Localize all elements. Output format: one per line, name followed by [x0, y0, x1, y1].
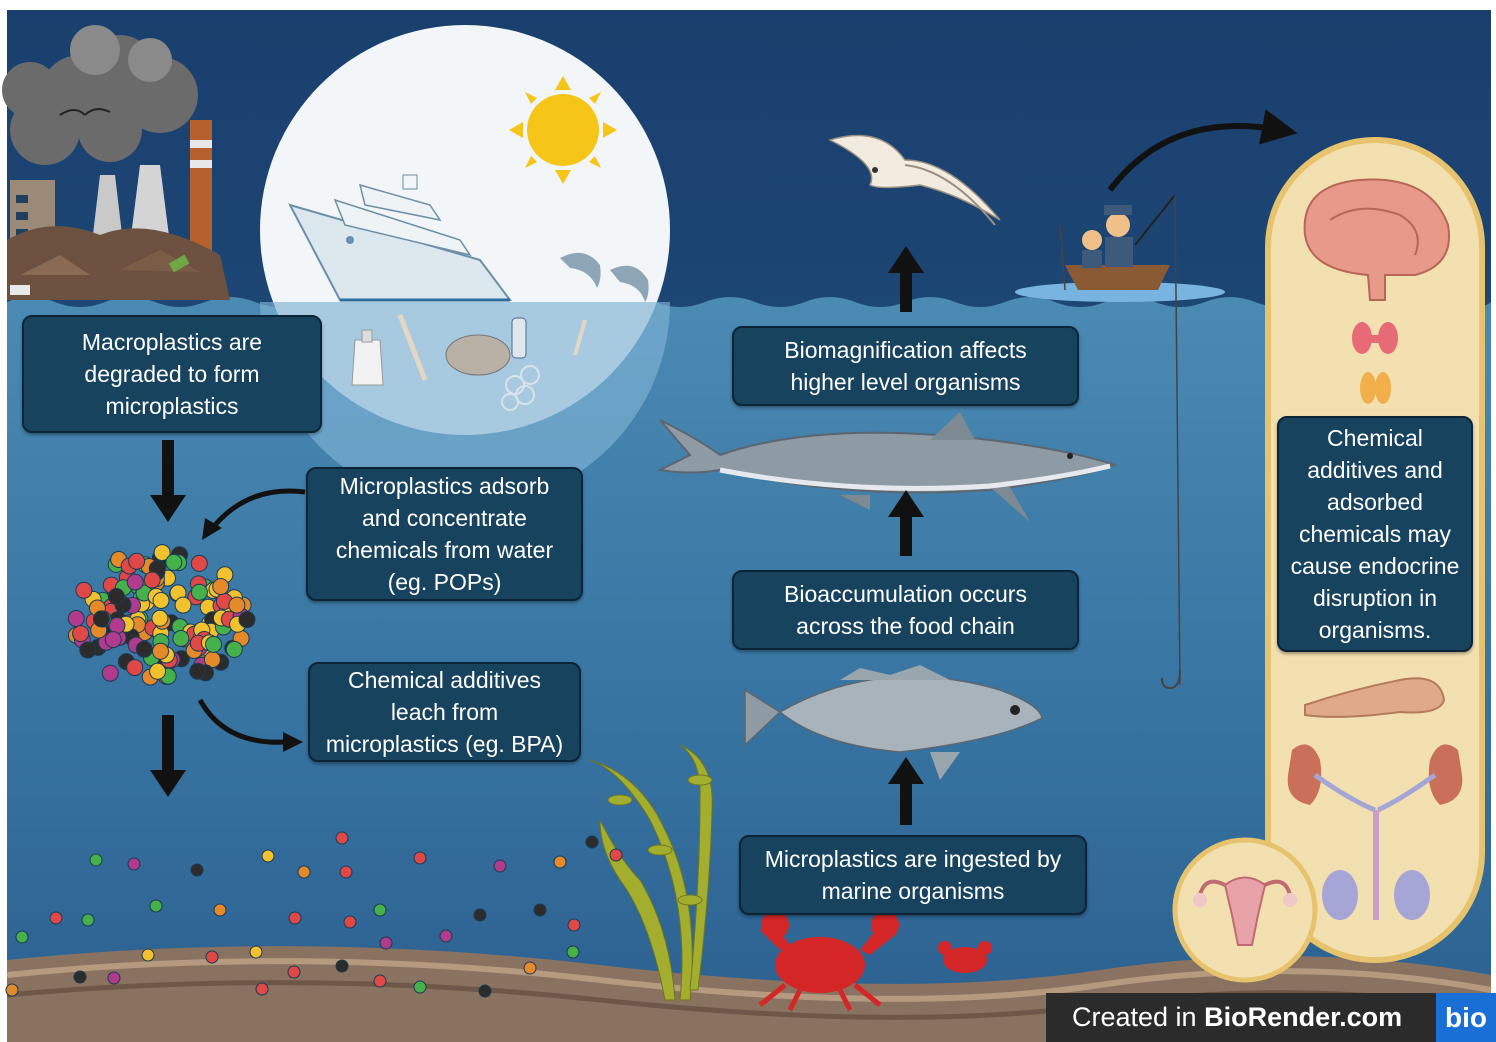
microplastic-particle — [567, 946, 579, 958]
microplastic-particle — [554, 856, 566, 868]
footer-text: Created in BioRender.com — [1046, 1002, 1402, 1033]
footer-credit: Created in BioRender.com bio — [1046, 993, 1496, 1042]
uterus-icon — [1175, 840, 1315, 980]
microplastic-particle — [190, 663, 206, 679]
microplastic-particle — [191, 555, 207, 571]
microplastic-particle — [50, 912, 62, 924]
footer-brand: BioRender.com — [1204, 1002, 1402, 1032]
microplastic-particle — [73, 626, 89, 642]
microplastic-particle — [534, 904, 546, 916]
microplastic-particle — [374, 975, 386, 987]
microplastic-particle — [474, 909, 486, 921]
box-biomagnification: Biomagnification affects higher level or… — [732, 326, 1079, 406]
microplastic-particle — [128, 858, 140, 870]
microplastic-particle — [150, 900, 162, 912]
microplastic-particle — [262, 850, 274, 862]
microplastic-particle — [610, 849, 622, 861]
microplastic-particle — [524, 962, 536, 974]
microplastic-particle — [127, 660, 143, 676]
microplastic-particle — [93, 611, 109, 627]
microplastic-particle — [380, 937, 392, 949]
microplastic-particle — [340, 866, 352, 878]
microplastic-particle — [479, 985, 491, 997]
microplastic-particle — [229, 597, 245, 613]
microplastic-particle — [289, 912, 301, 924]
microplastic-particle — [152, 610, 168, 626]
microplastic-particle — [250, 946, 262, 958]
microplastic-particle — [150, 663, 166, 679]
microplastic-particle — [74, 971, 86, 983]
box-ingested: Microplastics are ingested by marine org… — [739, 835, 1087, 915]
box-endocrine: Chemical additives and adsorbed chemical… — [1277, 416, 1473, 652]
microplastic-particle — [494, 860, 506, 872]
microplastic-particle — [374, 904, 386, 916]
microplastic-particle — [136, 641, 152, 657]
microplastic-particle — [76, 582, 92, 598]
microplastic-particle — [142, 949, 154, 961]
microplastic-particle — [90, 854, 102, 866]
microplastic-particle — [144, 572, 160, 588]
microplastic-particle — [166, 554, 182, 570]
microplastic-particle — [108, 589, 124, 605]
microplastic-particle — [298, 866, 310, 878]
microplastic-particle — [288, 966, 300, 978]
microplastic-particle — [214, 904, 226, 916]
microplastic-particle — [191, 584, 207, 600]
microplastic-particle — [173, 631, 189, 647]
microplastic-particle — [6, 984, 18, 996]
microplastic-particle — [213, 579, 229, 595]
microplastic-particle — [336, 960, 348, 972]
microplastic-particle — [80, 642, 96, 658]
microplastic-particle — [175, 597, 191, 613]
microplastic-particle — [68, 611, 84, 627]
footer-created-in: Created in — [1072, 1002, 1204, 1032]
microplastic-particle — [191, 864, 203, 876]
microplastic-particle — [414, 981, 426, 993]
box-macroplastics: Macroplastics are degraded to form micro… — [22, 315, 322, 433]
microplastic-particle — [105, 632, 121, 648]
microplastic-particle — [586, 836, 598, 848]
box-leach: Chemical additives leach from microplast… — [308, 662, 581, 762]
microplastic-particle — [153, 643, 169, 659]
microplastic-particle — [414, 852, 426, 864]
microplastic-particle — [344, 916, 356, 928]
microplastic-particle — [226, 641, 242, 657]
microplastic-particle — [256, 983, 268, 995]
microplastic-particle — [16, 931, 28, 943]
microplastic-particle — [127, 574, 143, 590]
biorender-logo-icon: bio — [1436, 993, 1496, 1042]
microplastic-particle — [153, 593, 169, 609]
box-bioaccumulation: Bioaccumulation occurs across the food c… — [732, 570, 1079, 650]
microplastic-particle — [108, 972, 120, 984]
microplastic-particle — [568, 919, 580, 931]
box-adsorb: Microplastics adsorb and concentrate che… — [306, 467, 583, 601]
microplastic-particle — [102, 665, 118, 681]
microplastic-particle — [129, 553, 145, 569]
microplastic-particle — [239, 612, 255, 628]
microplastic-particle — [82, 914, 94, 926]
microplastic-particle — [440, 930, 452, 942]
microplastic-particle — [206, 951, 218, 963]
microplastic-particle — [336, 832, 348, 844]
microplastic-particle — [206, 636, 222, 652]
